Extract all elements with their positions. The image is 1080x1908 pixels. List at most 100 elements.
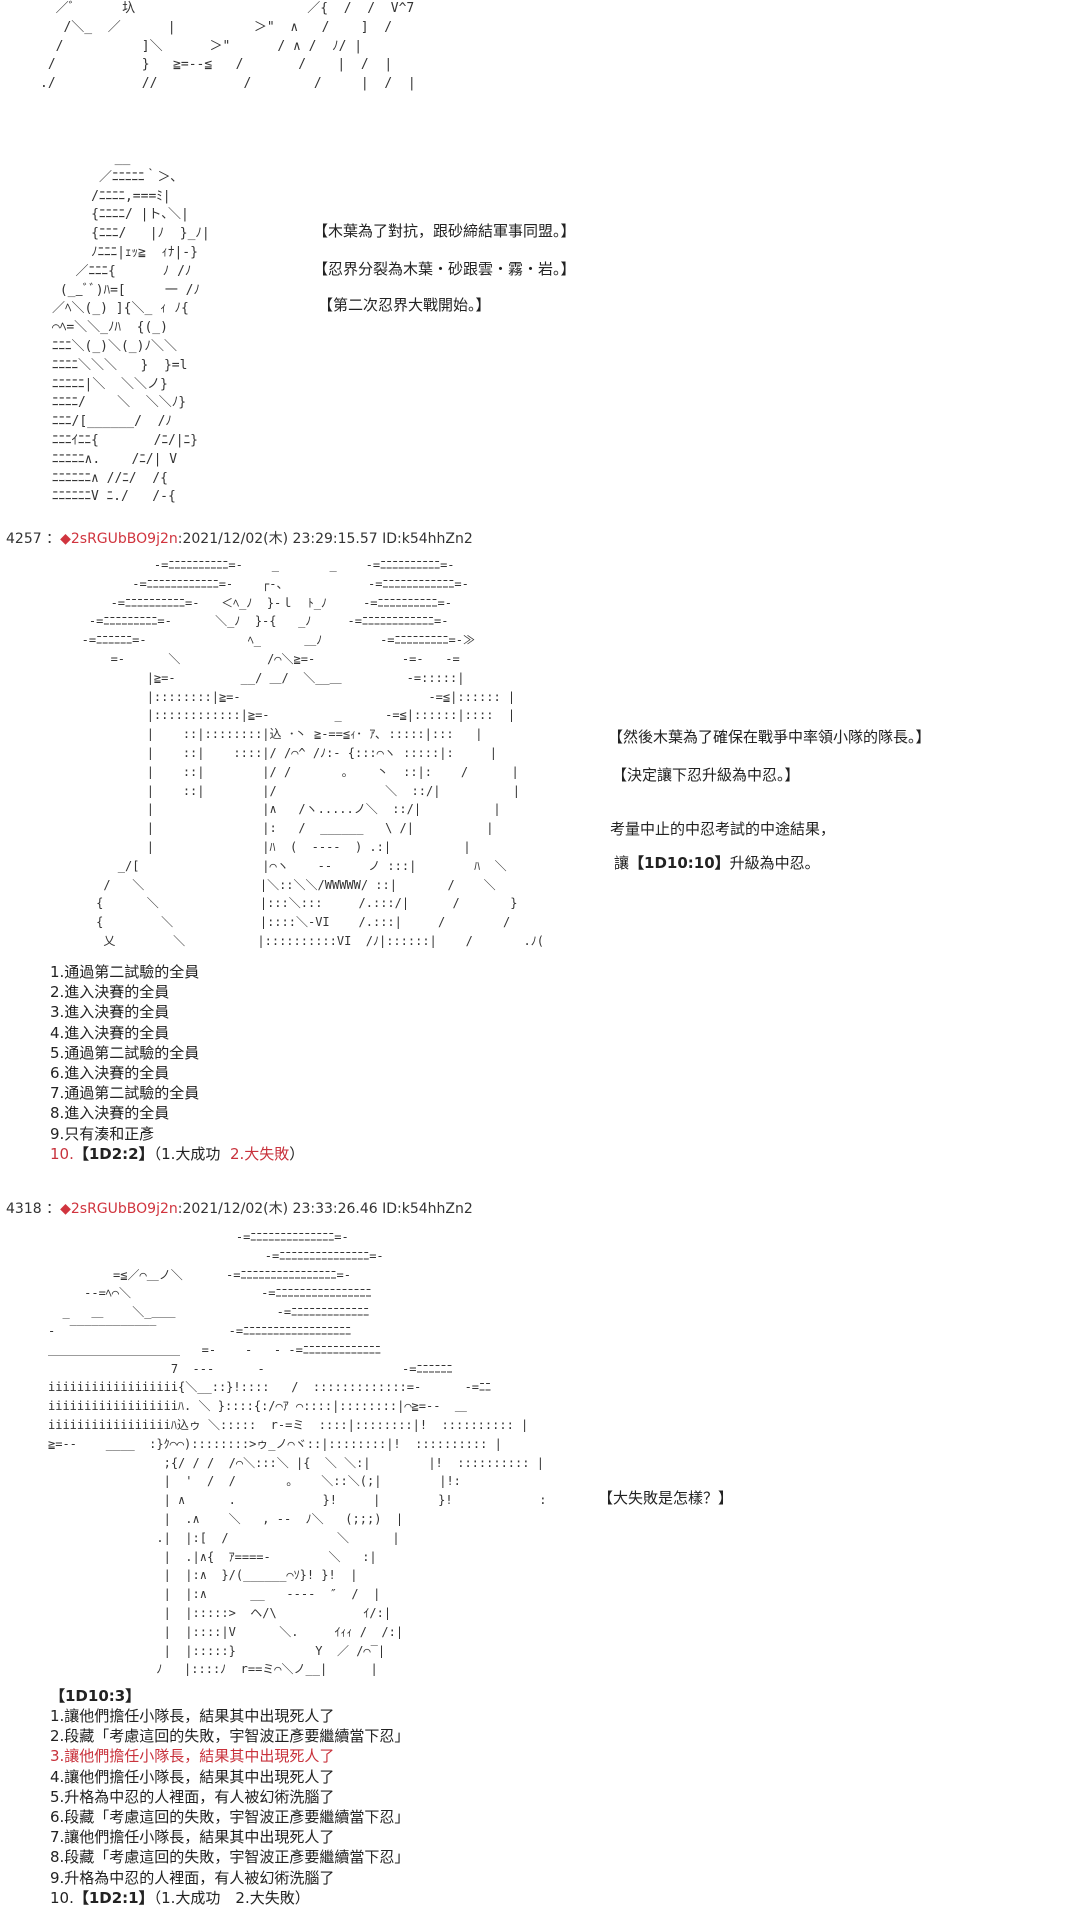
art-line: { ＼ |:::＼::: /.:::/| / } [60,896,518,911]
art-line: _ ＿ ＼_＿＿ -=ﾆﾆﾆﾆﾆﾆﾆﾆﾆﾆﾆﾆﾆ [48,1305,370,1320]
ascii-art-ninja: -=ﾆﾆﾆﾆﾆﾆﾆﾆﾆﾆ=- _ _ -=ﾆﾆﾆﾆﾆﾆﾆﾆﾆﾆ=- -=ﾆﾆﾆﾆ… [60,556,544,951]
list-item: 9.只有湊和正彥 [50,1124,155,1143]
art-line: ﾆﾆﾆ＼(_)＼(_)ﾉ＼＼ [52,338,177,354]
art-line: 7 ‐‐‐ ‐ -=ﾆﾆﾆﾆﾆﾆ [48,1361,453,1376]
art-line: | |:∧ }/(______⌒ｿ}! }! | [48,1568,358,1583]
art-line: __ [52,151,131,166]
choice-1: （1.大成功 [153,1144,221,1163]
art-line: | .|∧{ ｱ====‐ ＼ :| [48,1549,377,1564]
art-line: |::::::::::::|≧=- _ -=≦|::::::|:::: | [60,708,516,723]
trip-diamond-icon: ◆ [60,1201,71,1217]
list-item: 2.進入決賽的全員 [50,983,170,1002]
art-line: | |: / ______ \ /| | [60,821,494,836]
trip-diamond-icon: ◆ [60,531,71,547]
art-line: ﾆﾆﾆﾆﾆﾆ∧ //ﾆ/ /{ [52,470,168,486]
art-line: ﾆﾆﾆﾆ/ ＼ ＼＼ﾉ} [52,395,187,411]
list-item: 4.讓他們擔任小隊長，結果其中出現死人了 [50,1767,335,1786]
art-line: | ∧ . }! | }! : [48,1493,547,1508]
narration-2: 【忍界分裂為木葉・砂跟雲・霧・岩。】 [313,260,576,278]
art-line: | |:::::> ヘ/\ ｲ/:| [48,1605,392,1620]
roll-suffix: 升級為中忍。 [729,854,820,872]
item-number: 10. [50,1888,74,1907]
list-item: 6.段藏「考慮這回的失敗，宇智波正彥要繼續當下忍」 [50,1808,410,1827]
list-item: 10.【1D2:2】（1.大成功 2.大失敗） [50,1144,304,1164]
art-line: | |:∧ __ ‐‐‐‐ ″ / | [48,1587,381,1602]
choice-2: 2.大失敗 [229,1144,290,1163]
art-line: =≦／⌒＿ノ＼ -=ﾆﾆﾆﾆﾆﾆﾆﾆﾆﾆﾆﾆﾆﾆﾆﾆ=- [48,1267,351,1282]
art-line: |≧=- __/ ＿/ ＼__＿ -=:::::| [60,670,465,685]
narration-4257-2: 【決定讓下忍升級為中忍。】 [612,766,800,784]
art-line: / ＼ |＼::＼＼/WWWWW/ ::| / ＼ [60,877,496,892]
list-item: 1.通過第二試驗的全員 [50,963,200,981]
art-line: | ::| ::::|/ /⌒^ /ﾉ:‐ {:::⌒ヽ :::::|: | [60,745,498,760]
art-line: / ]＼ ＞" / ∧ / ﾉ/ | [40,38,363,54]
list-item: 5.通過第二試驗的全員 [50,1043,200,1062]
art-line: ﾆﾆﾆﾆﾆ|＼ ＼＼ノ} [52,376,168,392]
art-line: 乂 ＼ |::::::::::VI /ﾉ|::::::| / .ﾉ( [60,933,544,948]
art-line: ﾉ |::::ﾉ r==ミ⌒＼ノ__| | [48,1662,378,1677]
post-header-4257: 4257 ：◆2sRGUbBO9j2n:2021/12/02(木) 23:29:… [6,528,473,548]
post-number: 4318 [6,1201,42,1217]
art-line: | |∧ /ヽ.....ノ＼ ::/| | [60,802,501,817]
art-line: ./ // / / | / | [40,76,416,92]
list-item: 3.進入決賽的全員 [50,1003,170,1022]
art-line: | ::| |/ / ｡ 丶 ::|: / | [60,764,519,779]
art-line: --=ﾍ⌒＼ -=ﾆﾆﾆﾆﾆﾆﾆﾆﾆﾆﾆﾆﾆﾆﾆﾆ [48,1286,372,1301]
list-item: 10.【1D2:1】（1.大成功 2.大失敗） [50,1888,409,1908]
narration-3: 【第二次忍界大戰開始。】 [318,296,491,314]
trip-code[interactable]: 2sRGUbBO9j2n [70,1201,178,1217]
art-line: | |ﾊ ( ‐‐‐‐ ) .:| | [60,839,471,854]
art-line: iiiiiiiiiiiiiiiiii{＼__::}!:::: / :::::::… [48,1380,492,1395]
roll-result-line: 讓【1D10:10】升級為中忍。 [614,852,820,873]
narration-4257-1: 【然後木葉為了確保在戰爭中率領小隊的隊長。】 [608,728,931,746]
ascii-art-scene: -=ﾆﾆﾆﾆﾆﾆﾆﾆﾆﾆﾆﾆﾆﾆ=- -=ﾆﾆﾆﾆﾆﾆﾆﾆﾆﾆﾆﾆﾆﾆﾆ=- =… [48,1228,547,1679]
post-meta: :2021/12/02(木) 23:33:26.46 ID:k54hhZn2 [177,1201,473,1217]
art-line: ／ﾞ 圦 ／{ / / V^7 [40,1,415,16]
art-line: iiiiiiiiiiiiiiiiiiﾊ. ＼ }::::{:/⌒ｱ ⌒::::|… [48,1399,467,1414]
list-item: 8.進入決賽的全員 [50,1104,170,1123]
art-line: ﾆﾆﾆ/[______/ /ﾉ [52,414,172,430]
roll-prefix: 讓 [614,854,630,872]
list-item: 3.讓他們擔任小隊長，結果其中出現死人了 [50,1747,335,1766]
list-item: 4.進入決賽的全員 [50,1023,170,1042]
trip-code[interactable]: 2sRGUbBO9j2n [70,531,178,547]
art-line: iiiiiiiiiiiiiiiiiﾊ込ゥ ＼::::: r‐=ミ ::::|::… [48,1417,529,1432]
list-item: 2.段藏「考慮這回的失敗，宇智波正彥要繼續當下忍」 [50,1727,410,1746]
art-line: {ﾆﾆﾆ/ |ﾉ }_ﾉ| [52,226,210,242]
narration-4257-3: 考量中止的中忍考試的中途結果， [610,820,836,838]
art-line: .| |:[ / ＼ | [48,1530,400,1545]
art-line: |::::::::|≧=- -=≦|:::::: | [60,689,516,704]
art-line: ／ﾆﾆﾆﾆﾆ｀＞､ [52,169,177,185]
option-list-4318: 1.讓他們擔任小隊長，結果其中出現死人了 2.段藏「考慮這回的失敗，宇智波正彥要繼… [50,1706,409,1908]
art-line: | |::::|V ＼. ｲｨｨ / /:| [48,1624,404,1639]
roll-title-4318: 【1D10:3】 [50,1686,140,1706]
post-number: 4257 [6,531,42,547]
art-line: =- ＼ /⌒＼≧=- -=- -= [60,651,460,666]
list-item: 7.讓他們擔任小隊長，結果其中出現死人了 [50,1828,335,1847]
list-item: 8.段藏「考慮這回的失敗，宇智波正彥要繼續當下忍」 [50,1848,410,1867]
dice-roll: 【1D2:1】 [73,1888,154,1907]
art-line: {ﾆﾆﾆﾆ/ |ト､＼| [52,207,189,223]
narration-4318: 【大失敗是怎樣？】 [598,1489,734,1507]
art-line: -=ﾆﾆﾆﾆﾆﾆﾆﾆﾆﾆ=- ＜ﾍ_ﾉ }-ｌ ﾄ_ﾉ -=ﾆﾆﾆﾆﾆﾆﾆﾆﾆﾆ… [60,595,452,610]
art-line: -=ﾆﾆﾆﾆﾆﾆﾆﾆﾆﾆ=- _ _ -=ﾆﾆﾆﾆﾆﾆﾆﾆﾆﾆ=- [60,558,455,572]
art-line: | ::| |/ ＼ ::/| | [60,783,520,798]
art-line: { ＼ |::::＼‐VI /.:::| / / [60,915,511,930]
art-line: ／ﾍ＼(_) ]{＼_ ｨ ﾉ{ [52,301,189,317]
list-item: 7.通過第二試驗的全員 [50,1084,200,1103]
art-line: /＼_ ／ | ＞" ∧ / ] / [40,19,393,35]
art-line: -=ﾆﾆﾆﾆﾆﾆ=- ﾍ_ ＿ﾉ -=ﾆﾆﾆﾆﾆﾆﾆﾆﾆ=-≫ [60,633,475,648]
art-line: / } ≧=‐‐≦ / / | / | [40,57,393,73]
dice-roll: 【1D10:3】 [50,1687,141,1705]
art-line: (__ﾞﾞ)ﾊ=[ 一 /ﾉ [52,282,201,298]
list-item: 6.進入決賽的全員 [50,1064,170,1083]
art-line: ﾆﾆﾆﾆﾆﾆV ﾆ./ /‐{ [52,489,176,505]
art-line: -=ﾆﾆﾆﾆﾆﾆﾆﾆﾆﾆﾆﾆ=- ┌-、 -=ﾆﾆﾆﾆﾆﾆﾆﾆﾆﾆﾆﾆ=- [60,576,469,591]
art-line: -=ﾆﾆﾆﾆﾆﾆﾆﾆﾆﾆﾆﾆﾆﾆ=- [48,1230,349,1244]
close-paren: ） [289,1144,305,1163]
art-line: -=ﾆﾆﾆﾆﾆﾆﾆﾆﾆ=- ＼_ﾉ }-{ _ﾉ -=ﾆﾆﾆﾆﾆﾆﾆﾆﾆﾆﾆﾆ=… [60,614,449,629]
list-item: 1.讓他們擔任小隊長，結果其中出現死人了 [50,1707,335,1725]
post-meta: :2021/12/02(木) 23:29:15.57 ID:k54hhZn2 [177,531,473,547]
art-line: ;{/ / / /⌒＼:::＼ |{ ＼ ＼:| |! :::::::::: | [48,1455,544,1470]
art-line: | ::|::::::::|込 ･丶 ≧-==≦ｨ･ ｱ､ :::::|::: … [60,727,483,742]
